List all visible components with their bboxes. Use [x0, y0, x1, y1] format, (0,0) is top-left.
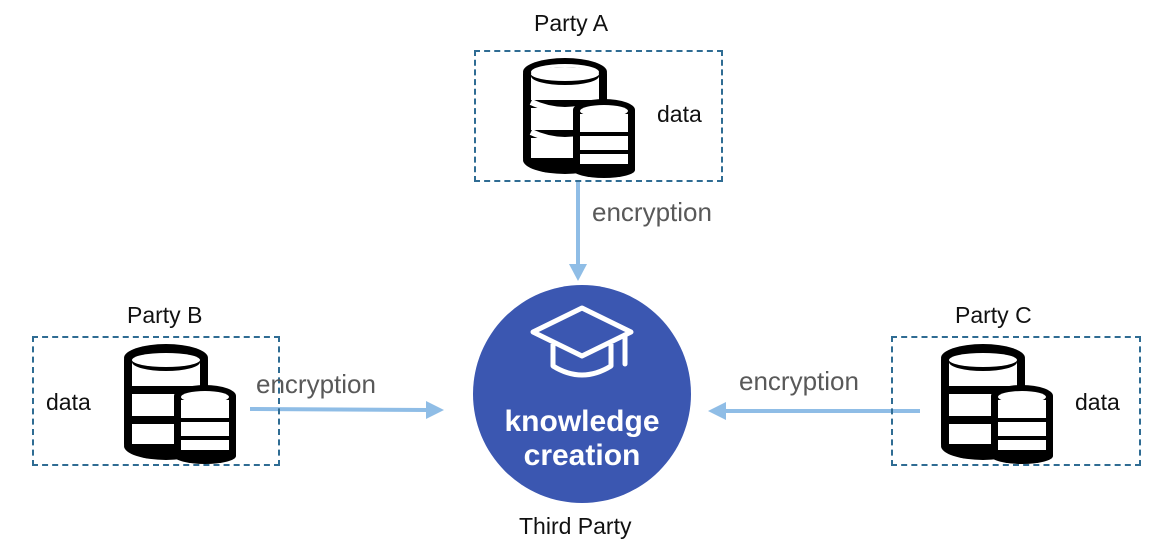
- center-label-line1: knowledge: [504, 405, 660, 438]
- encryption-label-c: encryption: [739, 366, 859, 396]
- party-b-box: [32, 336, 280, 466]
- party-a-title: Party A: [534, 10, 609, 36]
- party-b-data-label: data: [46, 389, 91, 415]
- party-c-data-label: data: [1075, 389, 1120, 415]
- party-b-title: Party B: [127, 302, 203, 328]
- party-c-box: [891, 336, 1141, 466]
- party-a-box: [474, 50, 723, 182]
- graduation-cap-icon: [527, 300, 637, 395]
- party-c-title: Party C: [955, 302, 1032, 328]
- third-party-caption: Third Party: [519, 513, 632, 539]
- knowledge-creation-node: [473, 285, 691, 503]
- encryption-label-b: encryption: [256, 369, 376, 399]
- database-icon: [118, 342, 240, 464]
- database-icon: [517, 56, 639, 178]
- database-icon: [935, 342, 1057, 464]
- arrow-party-c-to-center: [708, 402, 920, 420]
- party-a-data-label: data: [657, 101, 702, 127]
- center-label-line2: creation: [523, 439, 641, 472]
- arrow-party-a-to-center: [569, 182, 587, 281]
- knowledge-creation-label: knowledge creation: [473, 405, 691, 473]
- encryption-label-a: encryption: [592, 197, 712, 227]
